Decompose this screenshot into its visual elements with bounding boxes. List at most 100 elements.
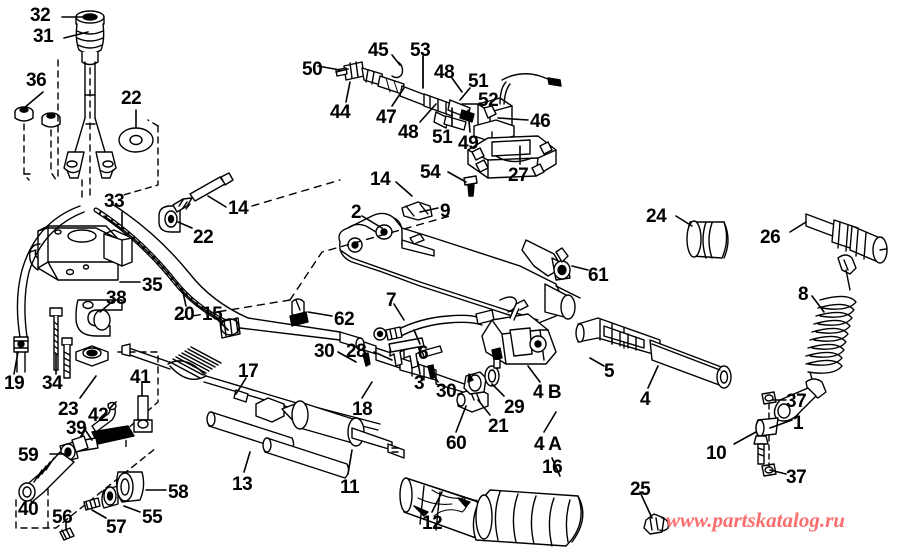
callout-8: 8 (798, 284, 809, 305)
part-29-washer (484, 365, 500, 387)
callout-13: 13 (232, 474, 253, 495)
leader-7 (393, 303, 405, 321)
callout-14b: 14 (228, 198, 249, 219)
part-38-clamp (75, 299, 123, 337)
callout-47: 47 (376, 107, 397, 128)
part-19-cable (16, 205, 85, 338)
leader-45 (391, 54, 401, 66)
leader-62 (307, 311, 333, 317)
callout-4B: 4 B (533, 382, 562, 403)
callout-62: 62 (334, 309, 355, 330)
part-22-grommet-upper (118, 127, 154, 153)
callout-54: 54 (420, 162, 441, 183)
callout-42: 42 (88, 405, 109, 426)
part-48-51-connector (423, 93, 475, 131)
callout-50: 50 (302, 59, 323, 80)
callout-53: 53 (410, 40, 431, 61)
part-28-clip (388, 337, 425, 369)
callout-58: 58 (168, 482, 189, 503)
callout-7: 7 (386, 290, 397, 311)
part-58-bushing-large (115, 471, 145, 503)
callout-49: 49 (458, 133, 479, 154)
leader-48b (419, 103, 437, 123)
leader-36 (23, 91, 44, 109)
part-61-connector (521, 239, 571, 281)
callout-30b: 30 (436, 381, 457, 402)
leader-44 (345, 81, 351, 103)
leader-55 (123, 505, 141, 513)
leader-16 (551, 457, 561, 477)
part-12-grip-inner (399, 477, 483, 539)
part-23-nut (75, 345, 109, 367)
part-15-fitting (219, 317, 241, 339)
part-54-screw (463, 175, 478, 197)
part-10-bolt (753, 435, 769, 465)
part-50-wire (317, 65, 341, 71)
callout-36: 36 (26, 70, 47, 91)
leader-23 (79, 375, 97, 399)
leader-39 (83, 427, 93, 441)
callout-3: 3 (414, 373, 425, 394)
part-31-knob-body (75, 23, 105, 66)
part-45-clip (391, 61, 404, 79)
part-40-cable-end (18, 435, 89, 503)
part-22-grommet-lower (158, 205, 181, 233)
leader-48a (451, 77, 463, 93)
callout-25: 25 (630, 479, 651, 500)
part-55-bushing (101, 485, 119, 509)
leader-9 (419, 207, 439, 213)
leader-38 (99, 299, 115, 313)
leader-60 (455, 405, 467, 433)
part-1-grommet (755, 417, 779, 437)
callout-45: 45 (368, 40, 389, 61)
leader-17 (235, 377, 247, 395)
leader-11 (347, 449, 353, 475)
assembly-guide-lines-36 (23, 123, 57, 181)
callout-16: 16 (542, 457, 563, 478)
callout-29: 29 (504, 397, 525, 418)
part-32-knob-cap (75, 10, 105, 29)
leader-57 (91, 509, 107, 519)
leader-29 (491, 383, 505, 397)
leader-15 (215, 317, 229, 331)
leader-26 (789, 221, 807, 233)
leader-1 (769, 419, 793, 429)
leader-14a (395, 181, 413, 197)
leader-37b (769, 469, 787, 475)
part-14-bolt-upper (172, 172, 234, 213)
part-4B-bracket (481, 299, 557, 369)
callout-1: 1 (793, 413, 804, 434)
leader-5 (589, 357, 605, 367)
callout-32: 32 (30, 5, 51, 26)
site-watermark: www.partskatalog.ru (666, 508, 845, 532)
callout-48a: 48 (434, 62, 455, 83)
leader-14b (207, 195, 227, 208)
callout-10: 10 (706, 443, 727, 464)
part-9-clip (401, 201, 433, 221)
leader-31 (63, 31, 89, 39)
leader-12 (431, 491, 443, 513)
assembly-guide-lines-lever (57, 59, 91, 201)
leader-49 (467, 109, 471, 133)
callout-23: 23 (58, 399, 79, 420)
leader-30b (431, 371, 439, 383)
part-46-switch (473, 73, 562, 143)
part-26-plug (805, 213, 888, 264)
part-3-pin (421, 345, 443, 358)
leader-18 (361, 381, 373, 399)
leader-30a (337, 351, 357, 363)
leader-10 (733, 431, 757, 445)
part-33-fork-ends (63, 151, 117, 179)
part-37-nut-upper (761, 391, 777, 405)
leader-28 (373, 351, 393, 361)
part-11-barrel (255, 397, 405, 459)
part-35-tilt-tube (103, 229, 133, 267)
part-30-pin-a (362, 352, 371, 367)
callout-56: 56 (52, 507, 73, 528)
callout-4A: 4 A (534, 434, 562, 455)
callout-18: 18 (352, 399, 373, 420)
leader-21 (477, 399, 491, 416)
callout-59: 59 (18, 445, 39, 466)
callout-51b: 51 (432, 127, 453, 148)
